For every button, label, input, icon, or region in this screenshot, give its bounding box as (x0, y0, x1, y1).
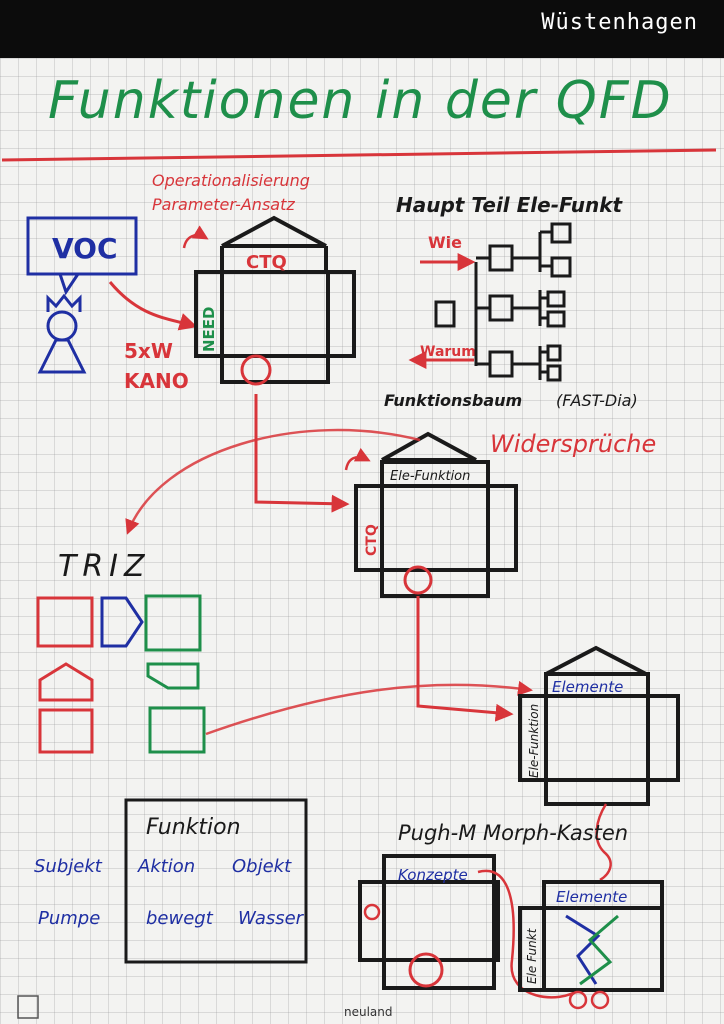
pugh-circle-2 (408, 952, 444, 988)
label-subjekt: Subjekt (34, 856, 103, 877)
label-elemente-2: Elemente (556, 888, 627, 906)
pugh-circle-1 (363, 903, 381, 921)
label-5xw: 5xW (124, 339, 173, 363)
label-widerspruche: Widersprüche (490, 430, 656, 458)
arrow-to-triz (125, 428, 421, 535)
hoq2-roof-arrow (344, 447, 371, 471)
hoq1-correlation-circle (240, 354, 272, 386)
label-fast-dia: (FAST-Dia) (556, 391, 638, 410)
label-konzepte: Konzepte (398, 866, 468, 884)
top-bar: Wüstenhagen (0, 0, 724, 58)
pugh-matrix (358, 854, 500, 990)
label-operationalisierung: Operationalisierung (152, 171, 310, 190)
label-need: NEED (200, 307, 218, 353)
voc-speech-tail (58, 273, 80, 296)
label-wasser: Wasser (238, 908, 305, 929)
arrow-hoq1-to-hoq2 (254, 394, 350, 513)
label-warum: Warum (420, 344, 476, 360)
label-funktionsbaum: Funktionsbaum (384, 391, 522, 410)
voc-speech-box (26, 216, 138, 276)
link-pugh-to-morph (477, 869, 579, 999)
triz-shapes (36, 594, 206, 754)
fsc-logo-icon (17, 995, 39, 1019)
customer-person-icon (37, 293, 87, 374)
label-ele-funktion-side: Ele-Funktion (527, 704, 541, 778)
label-voc: VOC (52, 232, 118, 265)
hoq1-roof-arrow (182, 225, 209, 249)
label-ele-funkt-side: Ele Funkt (525, 927, 539, 984)
footer-neuland-logo: neuland (344, 1005, 393, 1019)
arrow-hoq2-to-hoq3 (416, 596, 514, 722)
label-ctq-top: CTQ (246, 252, 287, 273)
page-title: Funktionen in der QFD (48, 71, 673, 131)
label-parameter-ansatz: Parameter-Ansatz (152, 195, 295, 214)
label-ctq-side: CTQ (364, 524, 380, 556)
morph-path-green (579, 914, 619, 986)
house-of-quality-1 (194, 215, 356, 384)
funktion-table-box (124, 798, 308, 964)
hoq2-correlation-circle (403, 565, 433, 595)
label-kano: KANO (124, 369, 189, 393)
link-hoq3-to-morph (595, 803, 612, 882)
arrow-triz-to-hoq3 (205, 680, 533, 736)
label-funktion-header: Funktion (146, 815, 241, 840)
morph-circle-1 (568, 990, 588, 1010)
label-pumpe: Pumpe (38, 908, 100, 929)
morph-circle-2 (590, 990, 610, 1010)
label-objekt: Objekt (232, 856, 292, 877)
house-of-quality-3 (518, 645, 680, 806)
label-triz: TRIZ (58, 549, 151, 584)
morph-path-blue (565, 914, 601, 985)
label-elemente-1: Elemente (552, 678, 623, 696)
function-tree-diagram (434, 222, 572, 382)
label-ele-funktion: Ele-Funktion (390, 469, 470, 484)
label-pugh-morph: Pugh-M Morph-Kasten (398, 821, 628, 845)
morph-box (518, 880, 664, 992)
label-wie: Wie (428, 233, 462, 252)
title-divider (1, 148, 717, 162)
arrow-voc-to-hoq (108, 281, 198, 331)
label-bewegt: bewegt (146, 908, 214, 929)
label-aktion: Aktion (137, 856, 195, 877)
brand-logo: Wüstenhagen (541, 10, 698, 35)
label-haupt-teil: Haupt Teil Ele-Funkt (396, 193, 624, 217)
house-of-quality-2 (354, 431, 518, 598)
